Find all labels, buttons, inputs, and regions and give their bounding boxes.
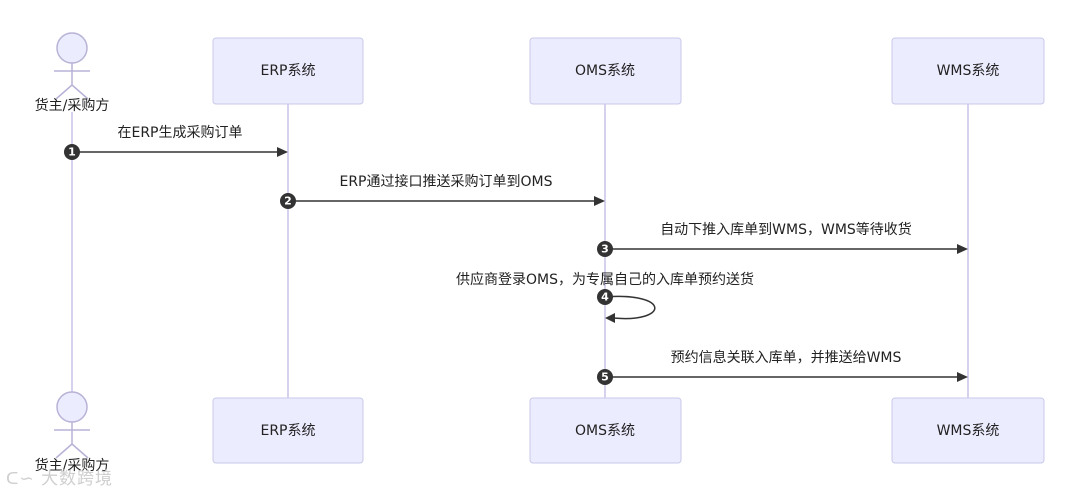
arrowhead-icon xyxy=(605,313,615,323)
participant-label: WMS系统 xyxy=(937,63,1000,79)
watermark-text: 大数跨境 xyxy=(41,469,114,489)
actor-label-bottom: 货主/采购方 xyxy=(35,457,110,474)
sequence-number-badge xyxy=(597,369,613,385)
message-5: 预约信息关联入库单，并推送给WMS 5 xyxy=(597,349,968,385)
message-label: 自动下推入库单到WMS，WMS等待收货 xyxy=(660,221,912,238)
message-label: 供应商登录OMS，为专属自己的入库单预约送货 xyxy=(456,271,754,288)
arrowhead-icon xyxy=(277,147,288,157)
participant-wms-bottom: WMS系统 xyxy=(891,397,1045,464)
message-label: ERP通过接口推送采购订单到OMS xyxy=(339,173,552,190)
participant-erp-top: ERP系统 xyxy=(212,37,364,105)
actor-bottom: 货主/采购方 xyxy=(35,391,110,474)
arrowhead-icon xyxy=(957,244,968,254)
participant-wms-top: WMS系统 xyxy=(891,37,1045,105)
message-4: 供应商登录OMS，为专属自己的入库单预约送货 4 xyxy=(456,271,754,323)
participant-label: WMS系统 xyxy=(937,423,1000,439)
participant-label: ERP系统 xyxy=(260,423,315,439)
actor-top: 货主/采购方 xyxy=(35,32,110,114)
message-3: 自动下推入库单到WMS，WMS等待收货 3 xyxy=(597,221,968,257)
message-2: ERP通过接口推送采购订单到OMS 2 xyxy=(280,173,605,209)
watermark-logo: ᑕ∽ 大数跨境 xyxy=(6,469,114,489)
participant-erp-bottom: ERP系统 xyxy=(212,397,364,464)
sequence-number: 5 xyxy=(601,371,609,384)
arrowhead-icon xyxy=(594,196,605,206)
sequence-number-badge xyxy=(597,241,613,257)
participant-oms-top: OMS系统 xyxy=(529,37,682,105)
actor-head-icon xyxy=(56,32,88,64)
message-1: 在ERP生成采购订单 1 xyxy=(64,125,288,160)
sequence-number-badge xyxy=(64,144,80,160)
actor-head-icon xyxy=(56,391,88,423)
participant-label: OMS系统 xyxy=(575,423,635,439)
arrowhead-icon xyxy=(957,372,968,382)
sequence-number-badge xyxy=(280,193,296,209)
actor-label-top: 货主/采购方 xyxy=(35,97,110,114)
participant-oms-bottom: OMS系统 xyxy=(529,397,682,464)
sequence-number: 4 xyxy=(601,291,609,304)
sequence-number: 2 xyxy=(284,195,292,208)
sequence-number: 1 xyxy=(68,146,76,159)
sequence-number-badge xyxy=(597,289,613,305)
participant-label: ERP系统 xyxy=(260,63,315,79)
sequence-number: 3 xyxy=(601,243,609,256)
message-label: 预约信息关联入库单，并推送给WMS xyxy=(671,349,902,366)
message-label: 在ERP生成采购订单 xyxy=(117,125,242,141)
participant-label: OMS系统 xyxy=(575,63,635,79)
